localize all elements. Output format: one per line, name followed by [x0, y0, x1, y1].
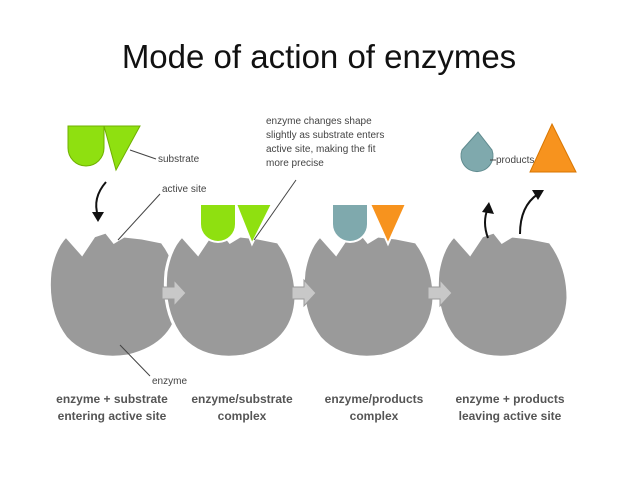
stage-arrow-3 — [427, 278, 453, 308]
leaving-arrowhead-left — [482, 202, 494, 214]
product-orange — [529, 122, 577, 173]
products-label: products — [496, 155, 534, 166]
enzyme-1 — [47, 230, 182, 359]
stage-1-caption-line-2: entering active site — [58, 409, 167, 423]
substrate-2 — [199, 203, 274, 247]
product-teal — [460, 131, 494, 172]
entering-arrow — [95, 181, 107, 217]
stage-2-caption-line-1: enzyme/substrate — [191, 392, 293, 406]
page-title: Mode of action of enzymes — [121, 38, 517, 75]
active-site-leader — [117, 193, 161, 241]
shape-change-line-3: active site, making the fit — [266, 144, 376, 155]
leaving-arrow-right — [519, 193, 539, 235]
leaving-arrowhead-right — [532, 190, 544, 200]
active-site-label: active site — [162, 184, 207, 195]
substrate-leader — [129, 149, 157, 160]
stage-3-caption-line-2: complex — [350, 409, 399, 423]
substrate-label: substrate — [158, 154, 200, 165]
enzyme-leader — [119, 344, 151, 377]
stage-arrow-2 — [291, 278, 317, 308]
shape-change-line-1: enzyme changes shape — [266, 116, 372, 127]
substrate-1 — [67, 125, 141, 172]
stage-3-caption-line-1: enzyme/products — [325, 392, 424, 406]
enzyme-4 — [435, 230, 570, 359]
stage-arrow-1 — [161, 278, 187, 308]
enzyme-3 — [301, 230, 436, 359]
shape-change-line-2: slightly as substrate enters — [266, 130, 384, 141]
stage-4-caption-line-1: enzyme + products — [455, 392, 564, 406]
stage-2-caption-line-2: complex — [218, 409, 267, 423]
shape-change-leader — [253, 179, 297, 241]
entering-arrowhead — [92, 212, 104, 222]
stage-4-caption-line-2: leaving active site — [459, 409, 562, 423]
shape-change-line-4: more precise — [266, 158, 324, 169]
enzyme-label: enzyme — [152, 376, 187, 387]
stage-1-caption-line-1: enzyme + substrate — [56, 392, 168, 406]
products-3 — [331, 203, 408, 247]
